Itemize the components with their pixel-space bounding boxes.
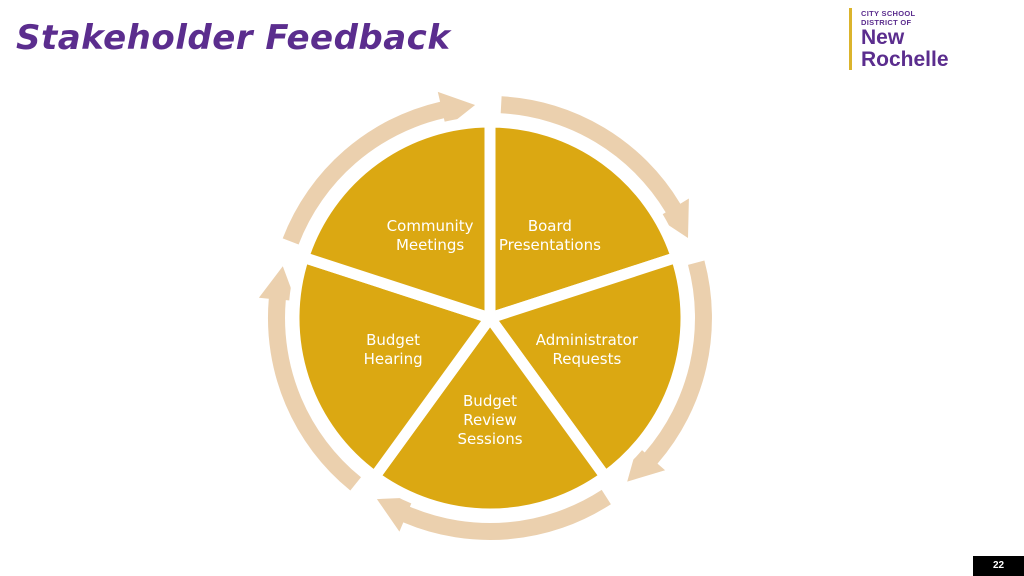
logo-line-3: New: [861, 26, 905, 49]
logo-line-4: Rochelle: [861, 48, 949, 71]
cycle-segment-2: [481, 250, 692, 485]
cycle-arrow-1: [500, 96, 689, 238]
cycle-label-line: Sessions: [457, 430, 522, 448]
cycle-label-line: Board: [528, 217, 572, 235]
district-logo: CITY SCHOOL DISTRICT OF New Rochelle: [849, 6, 989, 72]
cycle-arrows: [258, 91, 712, 541]
cycle-label-line: Requests: [553, 350, 622, 368]
cycle-label-line: Hearing: [364, 350, 423, 368]
cycle-arrow-3: [376, 489, 611, 541]
cycle-segments: [288, 116, 692, 520]
page-number: 22: [973, 556, 1024, 576]
logo-big-text: New Rochelle: [861, 27, 949, 71]
cycle-arrow-4: [258, 266, 361, 491]
cycle-segment-3: [367, 308, 613, 520]
cycle-label-line: Meetings: [396, 236, 464, 254]
cycle-label-line: Budget: [366, 331, 420, 349]
cycle-segment-4: [288, 250, 499, 485]
logo-accent-bar: [849, 8, 852, 70]
cycle-label-line: Presentations: [499, 236, 601, 254]
cycle-label-line: Community: [387, 217, 474, 235]
cycle-arrow-2: [627, 260, 712, 482]
logo-small-text: CITY SCHOOL DISTRICT OF: [861, 9, 915, 27]
cycle-label-line: Administrator: [536, 331, 639, 349]
cycle-arrow-5: [282, 91, 476, 245]
logo-line-1: CITY SCHOOL: [861, 9, 916, 18]
cycle-segment-5: [296, 116, 496, 326]
cycle-label-line: Budget: [463, 392, 517, 410]
cycle-label-line: Review: [463, 411, 517, 429]
logo-line-2: DISTRICT OF: [861, 18, 912, 27]
slide-title: Stakeholder Feedback: [16, 18, 451, 58]
